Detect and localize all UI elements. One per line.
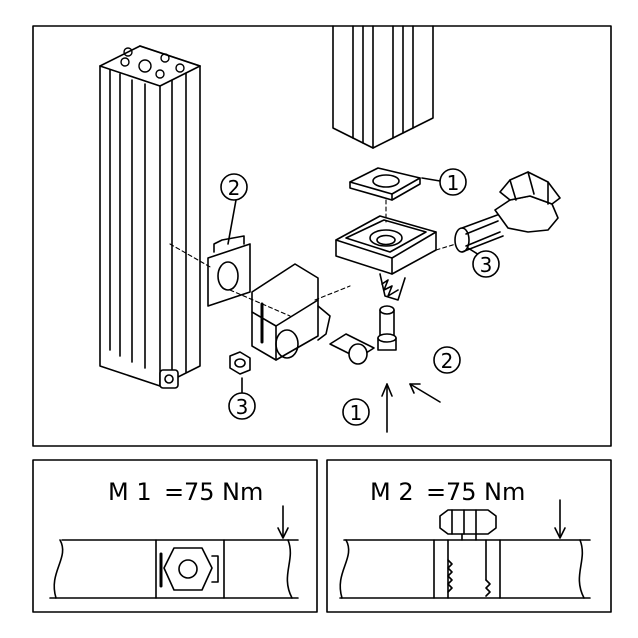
panel-m1	[32, 459, 318, 613]
left-profile	[99, 45, 201, 387]
callout-circle-dir2	[433, 346, 461, 374]
m1-eq: =	[164, 478, 184, 506]
panel-m2	[326, 459, 612, 613]
leader-line-washer	[421, 177, 441, 182]
callout-circle-knob	[472, 250, 500, 278]
slot-nut-small	[159, 369, 179, 389]
m1-unit: Nm	[222, 478, 263, 506]
direction-arrows	[381, 383, 441, 433]
m1-name: M 1	[108, 478, 152, 506]
m2-eq: =	[426, 478, 446, 506]
callout-washer: 1	[447, 171, 460, 195]
knob-screw	[454, 171, 561, 253]
slot-nut-hole	[164, 374, 174, 384]
callout-circle-plate	[220, 173, 248, 201]
upper-profile	[332, 25, 434, 149]
callout-circle-nut	[228, 392, 256, 420]
assembly-lines	[169, 199, 457, 317]
leader-line-plate	[227, 199, 237, 245]
callout-knob: 3	[480, 253, 493, 277]
m2-name: M 2	[370, 478, 414, 506]
upper-washer	[349, 167, 421, 201]
callout-dir2: 2	[441, 349, 454, 373]
m2-value: 75	[446, 478, 477, 506]
cap-screw-diag	[329, 333, 375, 365]
callout-nut: 3	[236, 395, 249, 419]
clamp-body	[251, 263, 331, 361]
callout-dir1: 1	[350, 401, 363, 425]
m1-value: 75	[184, 478, 215, 506]
callout-plate: 2	[228, 176, 241, 200]
hex-nut	[229, 351, 251, 375]
m2-beam-drawing	[339, 499, 591, 599]
m1-beam-drawing	[49, 505, 299, 599]
main-frame	[32, 25, 612, 447]
callout-circle-washer	[439, 168, 467, 196]
cap-screw-vert	[377, 305, 397, 351]
connector-block	[335, 215, 437, 301]
callout-circle-dir1	[342, 398, 370, 426]
square-plate	[207, 235, 251, 307]
m2-unit: Nm	[484, 478, 525, 506]
